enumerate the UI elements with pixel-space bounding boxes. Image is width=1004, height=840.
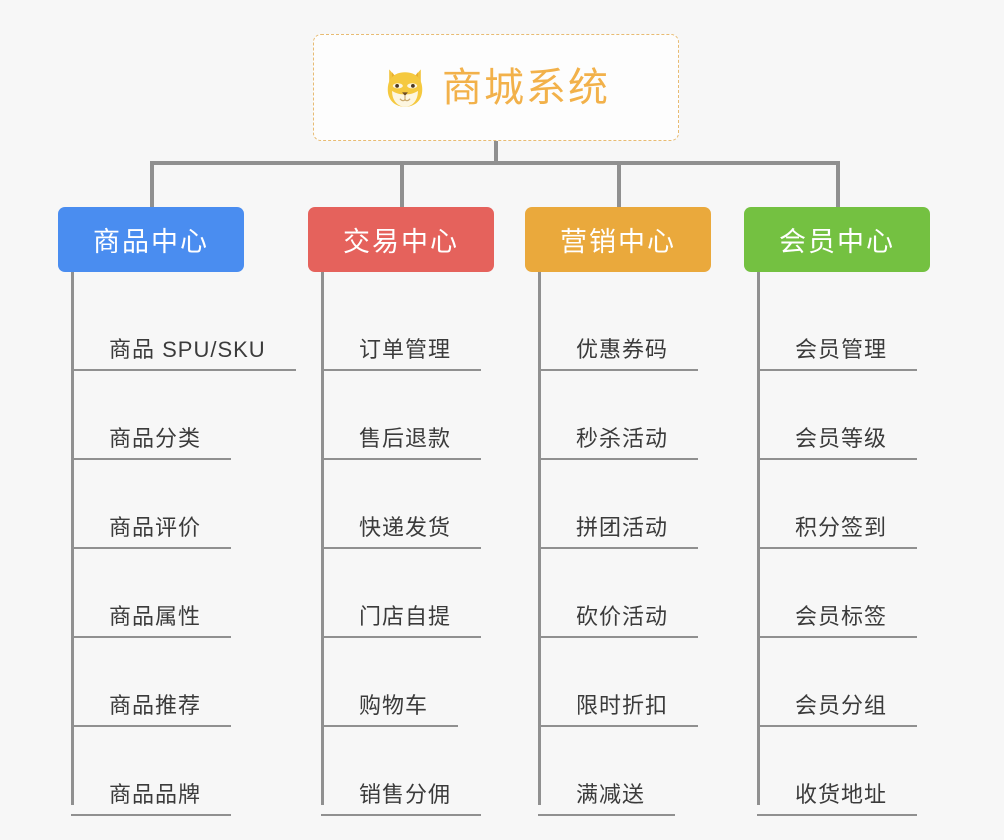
category-header-product-center[interactable]: 商品中心 [58, 207, 244, 272]
root-title: 商城系统 [442, 65, 610, 110]
list-item[interactable]: 门店自提 [321, 549, 538, 638]
list-item[interactable]: 收货地址 [757, 727, 974, 816]
leaf-label: 商品 SPU/SKU [71, 336, 296, 371]
branch-trade-center: 交易中心 订单管理 售后退款 快递发货 门店自提 购物车 销售分佣 [308, 207, 538, 816]
list-item[interactable]: 秒杀活动 [538, 371, 755, 460]
list-item[interactable]: 商品推荐 [71, 638, 318, 727]
connector-drop-member-center [836, 163, 840, 209]
list-item[interactable]: 优惠券码 [538, 282, 755, 371]
leaf-label: 订单管理 [321, 336, 482, 371]
leaf-label: 快递发货 [321, 514, 482, 549]
leaf-label: 销售分佣 [321, 781, 482, 816]
leaf-label: 积分签到 [757, 514, 918, 549]
list-item[interactable]: 售后退款 [321, 371, 538, 460]
list-item[interactable]: 快递发货 [321, 460, 538, 549]
leaf-label: 砍价活动 [538, 603, 699, 638]
list-item[interactable]: 商品评价 [71, 460, 318, 549]
leaf-label: 商品分类 [71, 425, 232, 460]
category-label: 营销中心 [560, 227, 676, 257]
category-header-marketing-center[interactable]: 营销中心 [525, 207, 711, 272]
leaf-label: 会员管理 [757, 336, 918, 371]
leaf-label: 门店自提 [321, 603, 482, 638]
category-label: 商品中心 [93, 227, 209, 257]
leaf-label: 购物车 [321, 692, 459, 727]
branch-product-center: 商品中心 商品 SPU/SKU 商品分类 商品评价 商品属性 商品推荐 商品品牌 [58, 207, 318, 816]
leaf-label: 限时折扣 [538, 692, 699, 727]
list-item[interactable]: 限时折扣 [538, 638, 755, 727]
list-item[interactable]: 会员分组 [757, 638, 974, 727]
root-node[interactable]: 商城系统 [313, 34, 679, 141]
branch-marketing-center: 营销中心 优惠券码 秒杀活动 拼团活动 砍价活动 限时折扣 满减送 [525, 207, 755, 816]
list-item[interactable]: 会员标签 [757, 549, 974, 638]
list-item[interactable]: 商品分类 [71, 371, 318, 460]
list-item[interactable]: 拼团活动 [538, 460, 755, 549]
leaf-label: 商品属性 [71, 603, 232, 638]
leaf-label: 会员标签 [757, 603, 918, 638]
connector-drop-trade-center [400, 163, 404, 209]
connector-horizontal-bar [150, 161, 840, 165]
leaf-label: 拼团活动 [538, 514, 699, 549]
list-item[interactable]: 会员管理 [757, 282, 974, 371]
leaf-label: 售后退款 [321, 425, 482, 460]
leaf-list-member-center: 会员管理 会员等级 积分签到 会员标签 会员分组 收货地址 [757, 272, 974, 816]
list-item[interactable]: 积分签到 [757, 460, 974, 549]
category-header-member-center[interactable]: 会员中心 [744, 207, 930, 272]
leaf-list-product-center: 商品 SPU/SKU 商品分类 商品评价 商品属性 商品推荐 商品品牌 [71, 272, 318, 816]
connector-drop-product-center [150, 163, 154, 209]
list-item[interactable]: 商品品牌 [71, 727, 318, 816]
list-item[interactable]: 订单管理 [321, 282, 538, 371]
leaf-label: 会员分组 [757, 692, 918, 727]
leaf-label: 商品评价 [71, 514, 232, 549]
list-item[interactable]: 购物车 [321, 638, 538, 727]
list-item[interactable]: 销售分佣 [321, 727, 538, 816]
leaf-list-marketing-center: 优惠券码 秒杀活动 拼团活动 砍价活动 限时折扣 满减送 [538, 272, 755, 816]
leaf-label: 会员等级 [757, 425, 918, 460]
list-item[interactable]: 会员等级 [757, 371, 974, 460]
category-header-trade-center[interactable]: 交易中心 [308, 207, 494, 272]
list-item[interactable]: 商品属性 [71, 549, 318, 638]
leaf-label: 收货地址 [757, 781, 918, 816]
leaf-list-trade-center: 订单管理 售后退款 快递发货 门店自提 购物车 销售分佣 [321, 272, 538, 816]
leaf-label: 满减送 [538, 781, 676, 816]
connector-drop-marketing-center [617, 163, 621, 209]
category-label: 会员中心 [779, 227, 895, 257]
leaf-label: 优惠券码 [538, 336, 699, 371]
shiba-dog-face-icon [387, 68, 423, 107]
list-item[interactable]: 砍价活动 [538, 549, 755, 638]
leaf-label: 商品推荐 [71, 692, 232, 727]
branch-member-center: 会员中心 会员管理 会员等级 积分签到 会员标签 会员分组 收货地址 [744, 207, 974, 816]
leaf-label: 秒杀活动 [538, 425, 699, 460]
category-label: 交易中心 [343, 227, 459, 257]
list-item[interactable]: 满减送 [538, 727, 755, 816]
leaf-label: 商品品牌 [71, 781, 232, 816]
list-item[interactable]: 商品 SPU/SKU [71, 282, 318, 371]
connector-root-stem [494, 141, 498, 164]
